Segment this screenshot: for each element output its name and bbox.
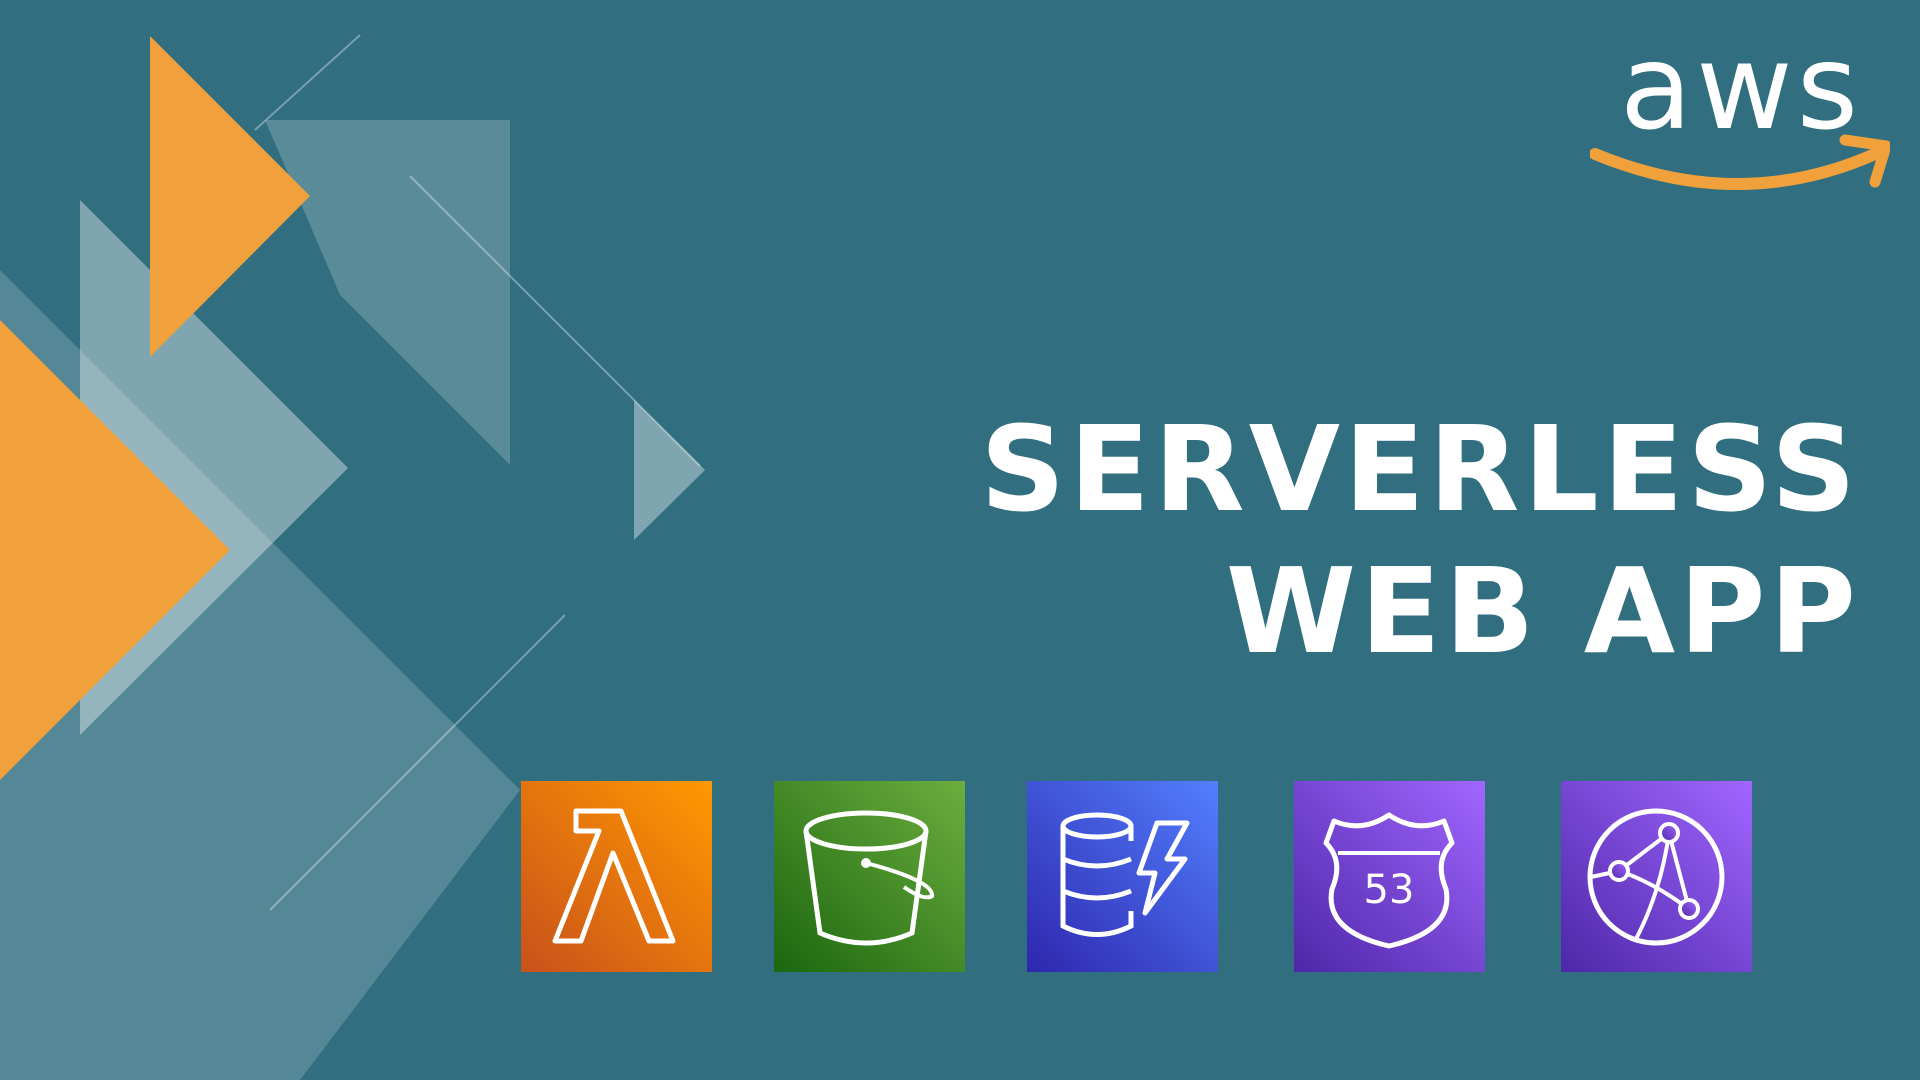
bg-line-1 bbox=[254, 34, 361, 131]
orange-triangle-left bbox=[0, 320, 230, 780]
aws-smile-arrow-icon bbox=[1590, 134, 1890, 190]
page-title: SERVERLESS WEB APP bbox=[960, 398, 1860, 682]
bg-line-2 bbox=[409, 175, 701, 467]
title-line-2: WEB APP bbox=[1225, 542, 1860, 680]
bg-line-3 bbox=[269, 614, 566, 911]
aws-logo-text: aws bbox=[1619, 18, 1863, 156]
bg-triangle-small bbox=[634, 400, 705, 540]
orange-triangle-top bbox=[150, 36, 310, 357]
bg-triangle-upper bbox=[265, 120, 510, 465]
title-line-1: SERVERLESS bbox=[980, 400, 1860, 538]
aws-logo: aws bbox=[1590, 28, 1890, 224]
